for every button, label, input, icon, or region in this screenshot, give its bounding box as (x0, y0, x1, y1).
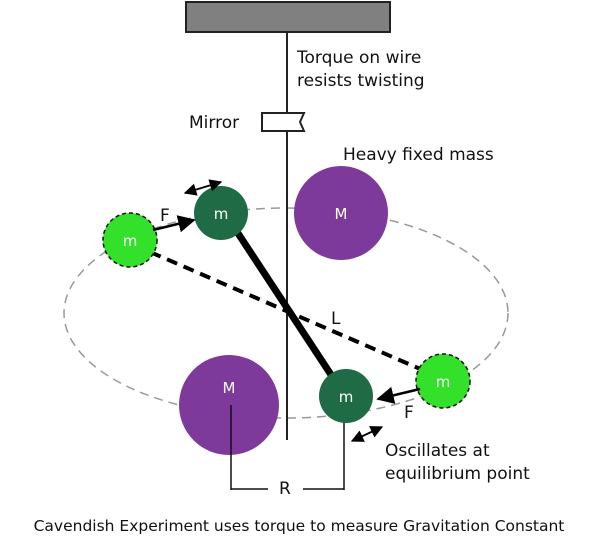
small-mass-top (194, 186, 248, 240)
large-mass-label-bottom: M (223, 379, 236, 397)
label-force-bottom: F (404, 403, 414, 423)
label-oscillates-line1: Oscillates at (385, 441, 490, 461)
label-l: L (331, 309, 341, 329)
force-arrow-top (152, 215, 196, 233)
label-mirror: Mirror (189, 113, 239, 133)
mass-label-top: m (214, 205, 229, 223)
mass-label-bottom: m (339, 388, 354, 406)
label-torque-line2: resists twisting (297, 71, 425, 91)
large-mass-label-top: M (335, 205, 348, 223)
small-mass-displaced-right (415, 353, 471, 409)
mirror (261, 112, 306, 132)
ceiling-support (185, 1, 391, 33)
oscillation-arrow-top (183, 179, 223, 196)
orbit-ellipse (63, 207, 509, 419)
caption: Cavendish Experiment uses torque to meas… (34, 517, 565, 535)
torsion-rod (223, 213, 348, 398)
small-mass-bottom (319, 369, 373, 423)
large-mass-bottom-left (179, 355, 279, 455)
label-oscillates-line2: equilibrium point (385, 464, 530, 484)
label-heavy-fixed-mass: Heavy fixed mass (343, 145, 494, 165)
label-r: R (279, 479, 291, 499)
mass-label-displaced-left: m (123, 232, 138, 250)
mass-label-displaced-right: m (436, 373, 451, 391)
small-mass-displaced-left (102, 212, 158, 268)
label-force-top: F (160, 206, 170, 226)
large-mass-top-right (294, 166, 388, 260)
oscillation-arrow-bottom (350, 426, 384, 442)
label-torque-line1: Torque on wire (296, 48, 421, 68)
force-arrow-bottom (376, 386, 421, 404)
